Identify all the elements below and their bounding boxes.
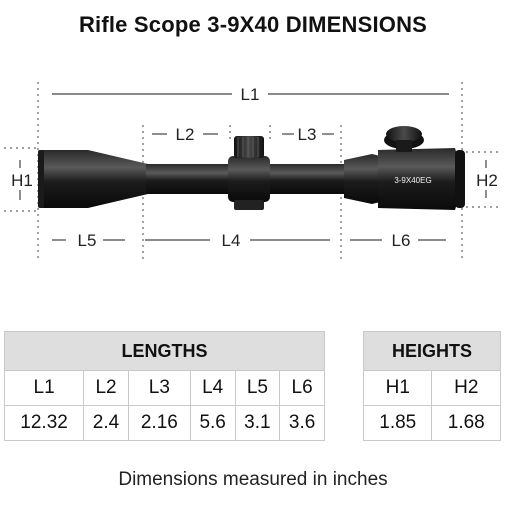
lengths-header: LENGTHS (4, 331, 325, 371)
heights-value-h2: 1.68 (431, 405, 501, 441)
dim-label-l4: L4 (222, 231, 241, 250)
heights-column-h2: H2 (431, 370, 501, 406)
lengths-value-l3: 2.16 (127, 405, 191, 441)
lengths-value-l5: 3.1 (234, 405, 281, 441)
lengths-value-l1: 12.32 (3, 405, 85, 441)
heights-table: HEIGHTS H1 H2 1.85 1.68 (362, 331, 501, 441)
heights-header: HEIGHTS (363, 331, 501, 371)
heights-value-h1: 1.85 (362, 405, 433, 441)
lengths-column-l3: L3 (127, 370, 191, 406)
dim-label-l6: L6 (392, 231, 411, 250)
page-title: Rifle Scope 3-9X40 DIMENSIONS (78, 12, 428, 37)
table-row: L1 L2 L3 L4 L5 L6 (3, 370, 325, 406)
lengths-value-l6: 3.6 (279, 405, 325, 441)
lengths-value-l4: 5.6 (189, 405, 236, 441)
dim-label-l2: L2 (176, 125, 195, 144)
lengths-column-l2: L2 (83, 370, 129, 406)
rifle-scope-image: 3-9X40EG (38, 126, 465, 210)
lengths-column-l1: L1 (3, 370, 85, 406)
heights-column-h1: H1 (362, 370, 433, 406)
scope-dimension-diagram: L1 L2 L3 H1 H2 3-9X40 (4, 82, 500, 262)
table-row: 12.32 2.4 2.16 5.6 3.1 3.6 (3, 405, 325, 441)
lengths-column-l6: L6 (279, 370, 325, 406)
dim-label-l5: L5 (78, 231, 97, 250)
dim-label-h1: H1 (11, 171, 33, 190)
lengths-table: LENGTHS L1 L2 L3 L4 L5 L6 12.32 2.4 2.16… (3, 331, 325, 441)
lengths-value-l2: 2.4 (83, 405, 129, 441)
scope-marking: 3-9X40EG (394, 176, 431, 185)
table-row: H1 H2 (362, 370, 501, 406)
lengths-column-l5: L5 (234, 370, 281, 406)
lengths-column-l4: L4 (189, 370, 236, 406)
dim-label-l3: L3 (298, 125, 317, 144)
dim-label-l1: L1 (241, 85, 260, 104)
dim-label-h2: H2 (476, 171, 498, 190)
units-note: Dimensions measured in inches (118, 469, 388, 490)
table-row: 1.85 1.68 (362, 405, 501, 441)
